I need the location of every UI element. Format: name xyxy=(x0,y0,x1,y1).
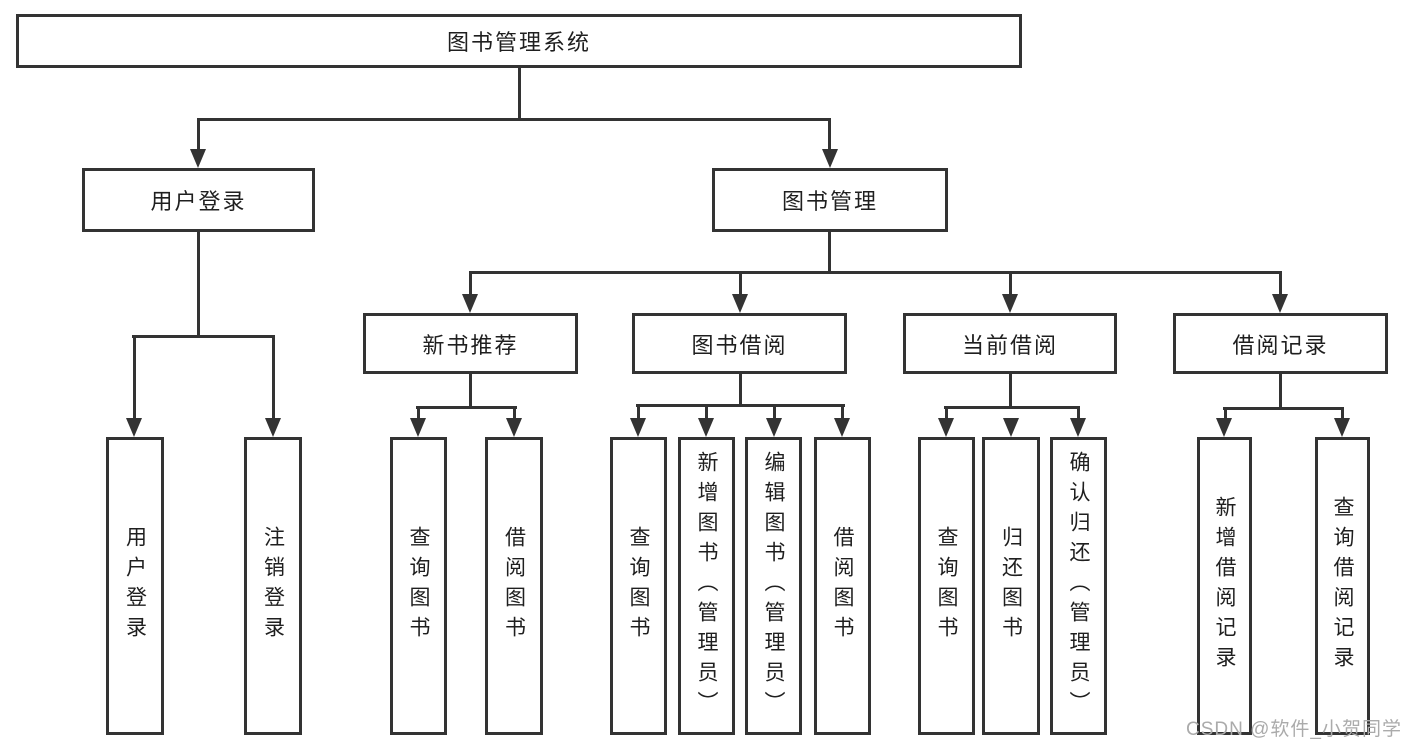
connector-line xyxy=(945,406,948,420)
arrow-down-icon xyxy=(732,294,748,313)
node-label: 图书管理系统 xyxy=(446,30,591,55)
connector-line xyxy=(133,335,136,419)
connector-line xyxy=(828,232,831,274)
connector-line xyxy=(637,404,640,420)
connector-line xyxy=(1077,406,1080,420)
leaf-return-books: 归还图书 xyxy=(982,437,1040,735)
connector-line xyxy=(944,406,1080,409)
connector-line xyxy=(513,406,516,420)
node-library-management-system: 图书管理系统 xyxy=(16,14,1022,68)
node-borrowing-records: 借阅记录 xyxy=(1173,313,1388,374)
connector-line xyxy=(417,406,420,420)
leaf-label: 借阅图书 xyxy=(502,526,526,646)
connector-line xyxy=(1341,407,1344,420)
arrow-down-icon xyxy=(265,418,281,437)
leaf-query-books-borrow: 查询图书 xyxy=(610,437,667,735)
leaf-label: 查询图书 xyxy=(935,526,958,646)
connector-line xyxy=(1279,271,1282,297)
node-label: 图书借阅 xyxy=(691,332,788,358)
arrow-down-icon xyxy=(1216,418,1232,437)
arrow-down-icon xyxy=(834,418,850,437)
node-book-borrowing: 图书借阅 xyxy=(632,313,847,374)
node-label: 新书推荐 xyxy=(422,332,519,358)
node-label: 用户登录 xyxy=(150,189,247,214)
connector-line xyxy=(469,374,472,409)
connector-line xyxy=(518,66,521,120)
leaf-confirm-return-admin: 确认归还（管理员） xyxy=(1050,437,1107,735)
leaf-label: 查询图书 xyxy=(627,526,650,646)
node-label: 当前借阅 xyxy=(961,332,1058,358)
connector-line xyxy=(469,271,472,297)
leaf-borrow-books: 借阅图书 xyxy=(814,437,871,735)
arrow-down-icon xyxy=(462,294,478,313)
leaf-query-books-recommend: 查询图书 xyxy=(390,437,447,735)
leaf-label: 查询借阅记录 xyxy=(1331,496,1354,676)
connector-line xyxy=(739,374,742,406)
connector-line xyxy=(841,404,844,420)
connector-line xyxy=(416,406,517,409)
leaf-logout: 注销登录 xyxy=(244,437,302,735)
arrow-down-icon xyxy=(1334,418,1350,437)
arrow-down-icon xyxy=(698,418,714,437)
arrow-down-icon xyxy=(1003,418,1019,437)
leaf-label: 借阅图书 xyxy=(831,526,854,646)
connector-line xyxy=(272,335,275,419)
csdn-watermark: CSDN @软件_小贺同学 xyxy=(1186,719,1402,740)
leaf-edit-books-admin: 编辑图书（管理员） xyxy=(745,437,802,735)
connector-line xyxy=(828,118,831,152)
connector-line xyxy=(1009,271,1012,297)
node-book-management: 图书管理 xyxy=(712,168,948,232)
connector-line xyxy=(1279,374,1282,410)
connector-line xyxy=(773,404,776,420)
node-label: 图书管理 xyxy=(781,189,878,214)
leaf-add-borrow-record: 新增借阅记录 xyxy=(1197,437,1252,735)
leaf-label: 用户登录 xyxy=(123,526,147,646)
arrow-down-icon xyxy=(506,418,522,437)
arrow-down-icon xyxy=(410,418,426,437)
leaf-label: 注销登录 xyxy=(261,526,285,646)
arrow-down-icon xyxy=(822,149,838,168)
connector-line xyxy=(739,271,742,297)
connector-line xyxy=(705,404,708,420)
arrow-down-icon xyxy=(938,418,954,437)
leaf-query-borrow-record: 查询借阅记录 xyxy=(1315,437,1370,735)
leaf-label: 查询图书 xyxy=(407,526,430,646)
arrow-down-icon xyxy=(1002,294,1018,313)
connector-line xyxy=(1224,407,1227,420)
leaf-label: 归还图书 xyxy=(999,526,1023,646)
leaf-borrow-books-recommend: 借阅图书 xyxy=(485,437,543,735)
node-label: 借阅记录 xyxy=(1232,332,1329,358)
leaf-label: 新增借阅记录 xyxy=(1213,496,1236,676)
node-current-borrowing: 当前借阅 xyxy=(903,313,1117,374)
leaf-add-books-admin: 新增图书（管理员） xyxy=(678,437,735,735)
connector-line xyxy=(197,118,831,121)
arrow-down-icon xyxy=(766,418,782,437)
connector-line xyxy=(636,404,845,407)
connector-line xyxy=(132,335,275,338)
connector-line xyxy=(469,271,1282,274)
arrow-down-icon xyxy=(1272,294,1288,313)
arrow-down-icon xyxy=(630,418,646,437)
leaf-label: 编辑图书（管理员） xyxy=(762,451,785,721)
leaf-label: 确认归还（管理员） xyxy=(1067,451,1090,721)
node-user-login: 用户登录 xyxy=(82,168,315,232)
connector-line xyxy=(1009,374,1012,409)
node-new-book-recommendation: 新书推荐 xyxy=(363,313,578,374)
connector-line xyxy=(197,232,200,338)
leaf-query-books-current: 查询图书 xyxy=(918,437,975,735)
arrow-down-icon xyxy=(1070,418,1086,437)
arrow-down-icon xyxy=(190,149,206,168)
leaf-label: 新增图书（管理员） xyxy=(695,451,718,721)
connector-line xyxy=(197,118,200,152)
arrow-down-icon xyxy=(126,418,142,437)
connector-line xyxy=(1223,407,1344,410)
leaf-user-login: 用户登录 xyxy=(106,437,164,735)
